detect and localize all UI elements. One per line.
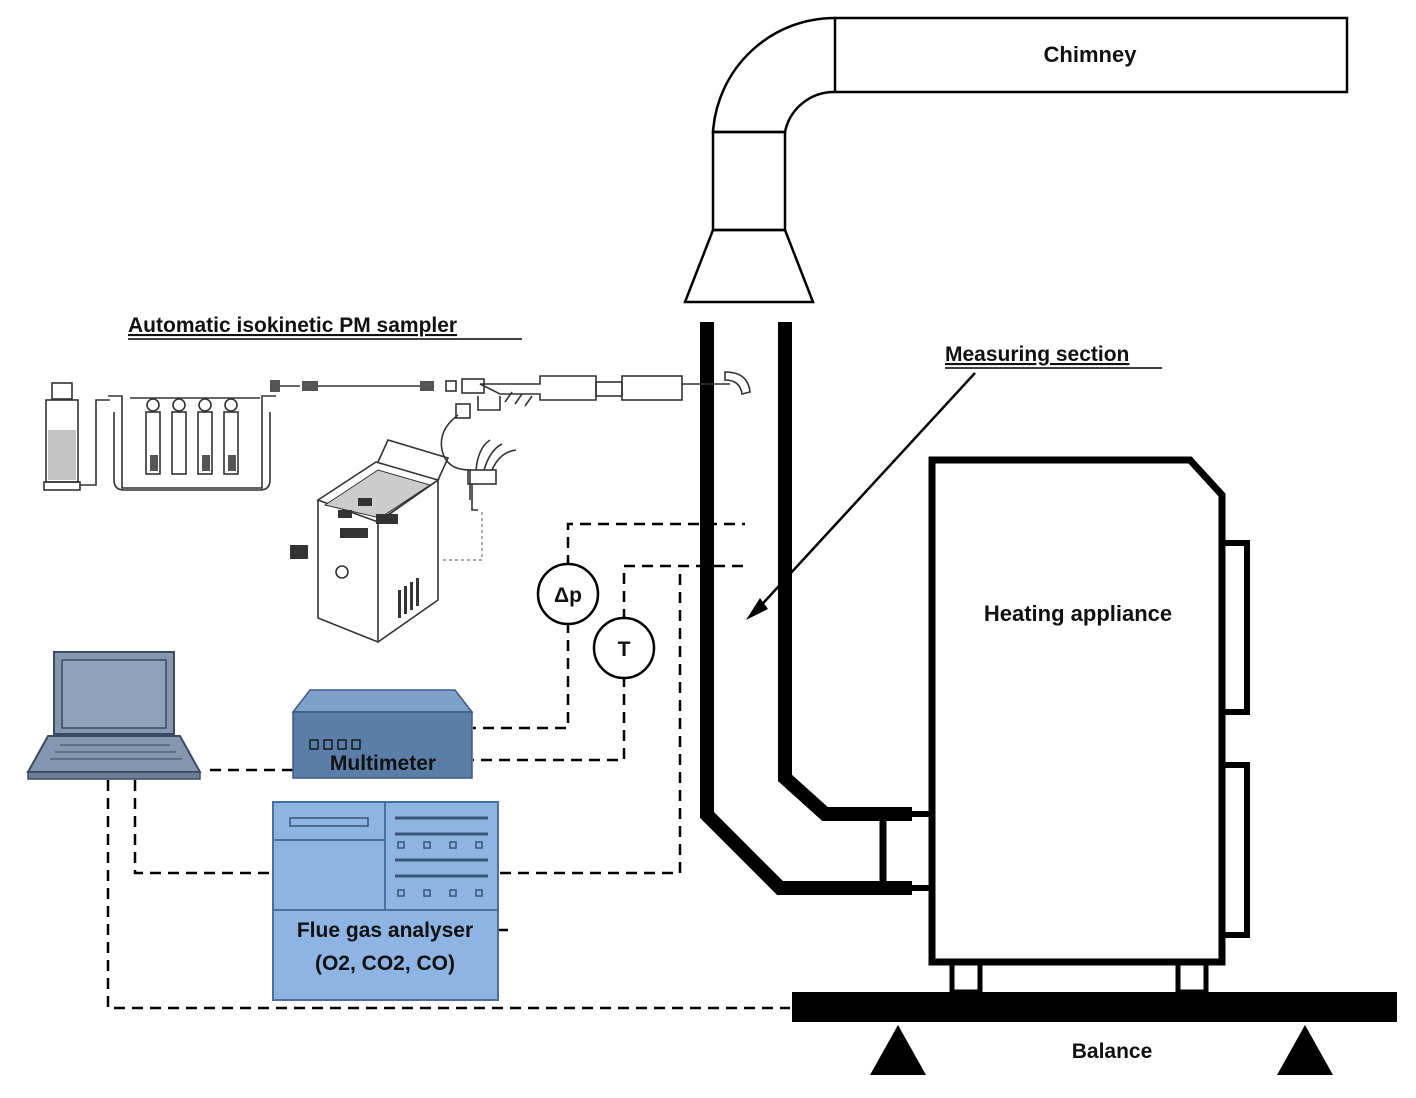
laptop-icon (26, 651, 202, 780)
balance-label: Balance (1072, 1040, 1153, 1063)
signal-lines (106, 522, 790, 1010)
impinger-bath-icon (108, 395, 276, 491)
heating-appliance-label: Heating appliance (984, 601, 1172, 626)
heating-appliance: Heating appliance (928, 456, 1250, 995)
measuring-section-arrow (754, 372, 976, 613)
chimney: Chimney (683, 16, 1349, 304)
chimney-label: Chimney (1044, 42, 1138, 67)
temperature-label: T (618, 638, 631, 661)
flue-gas-analyser-label-line1: Flue gas analyser (297, 919, 473, 942)
measuring-section: Measuring section (746, 343, 1162, 620)
temperature-gauge: T (592, 616, 656, 680)
multimeter: Multimeter (291, 689, 474, 779)
flue-pipe (700, 322, 935, 895)
delta-p-gauge: Δp (536, 562, 600, 626)
measuring-section-label: Measuring section (945, 343, 1129, 366)
balance-support-left (870, 1025, 926, 1075)
balance-support-right (1277, 1025, 1333, 1075)
sampler-control-unit-icon (316, 439, 450, 644)
pm-sampler-label: Automatic isokinetic PM sampler (128, 314, 457, 337)
sampling-probe-icon (455, 371, 751, 419)
flue-gas-analyser: Flue gas analyser (O2, CO2, CO) (272, 801, 499, 1001)
drying-column-icon (43, 382, 81, 491)
balance: Balance (792, 992, 1397, 1075)
multimeter-label: Multimeter (330, 752, 436, 775)
pm-sampler: Automatic isokinetic PM sampler (12, 314, 751, 644)
delta-p-label: Δp (554, 584, 582, 607)
flue-gas-analyser-label-line2: (O2, CO2, CO) (315, 952, 455, 975)
